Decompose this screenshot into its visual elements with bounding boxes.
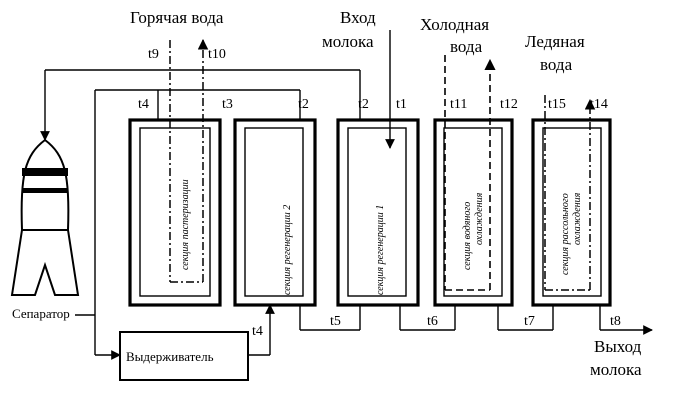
section-pasteurization: секция пастеризации xyxy=(128,38,222,307)
temp-t4-bottom: t4 xyxy=(252,324,263,339)
temp-t5: t5 xyxy=(330,314,341,329)
holder: Выдерживатель xyxy=(119,331,249,381)
temp-t11: t11 xyxy=(450,97,467,112)
temp-t8: t8 xyxy=(610,314,621,329)
section-brine-cooling-label-2: охлаждения xyxy=(572,192,583,245)
temp-t15: t15 xyxy=(548,97,566,112)
milk-inlet-heading-2: молока xyxy=(322,32,374,51)
temp-t6: t6 xyxy=(427,314,438,329)
milk-inlet-heading-1: Вход xyxy=(340,8,376,27)
cold-water-heading-1: Холодная xyxy=(420,15,489,34)
section-regeneration-1: секция регенерации 1 xyxy=(336,118,420,307)
milk-flow-lines xyxy=(40,30,653,360)
ice-water-heading-1: Ледяная xyxy=(525,32,585,51)
milk-outlet-heading-1: Выход xyxy=(594,337,642,356)
section-regeneration-2-label: секция регенерации 2 xyxy=(282,205,293,295)
section-regeneration-1-label: секция регенерации 1 xyxy=(375,205,386,295)
holder-label: Выдерживатель xyxy=(126,349,214,364)
ice-water-heading-2: вода xyxy=(540,55,573,74)
section-water-cooling-label-1: секция водяного xyxy=(462,202,473,270)
temp-t12: t12 xyxy=(500,97,518,112)
section-pasteurization-label: секция пастеризации xyxy=(180,179,191,270)
milk-outlet-heading-2: молока xyxy=(590,360,642,379)
temperature-labels: t9 t10 t4 t3 t2 t2 t1 t11 t12 t15 t14 t4… xyxy=(138,47,621,339)
temp-t9: t9 xyxy=(148,47,159,62)
separator: Сепаратор xyxy=(10,138,80,321)
section-brine-cooling: секция рассольного охлаждения xyxy=(531,95,612,307)
temp-t14: t14 xyxy=(590,97,608,112)
section-water-cooling: секция водяного охлаждения xyxy=(433,55,514,307)
temp-t1: t1 xyxy=(396,97,407,112)
temp-t10: t10 xyxy=(208,47,226,62)
temp-t2-left: t2 xyxy=(298,97,309,112)
temp-t2-right: t2 xyxy=(358,97,369,112)
temp-t7: t7 xyxy=(524,314,535,329)
section-brine-cooling-label-1: секция рассольного xyxy=(560,193,571,275)
hot-water-heading: Горячая вода xyxy=(130,8,224,27)
temp-t4-top: t4 xyxy=(138,97,149,112)
cold-water-heading-2: вода xyxy=(450,37,483,56)
section-water-cooling-label-2: охлаждения xyxy=(474,192,485,245)
separator-label: Сепаратор xyxy=(12,306,70,321)
section-regeneration-2: секция регенерации 2 xyxy=(233,118,317,307)
temp-t3: t3 xyxy=(222,97,233,112)
